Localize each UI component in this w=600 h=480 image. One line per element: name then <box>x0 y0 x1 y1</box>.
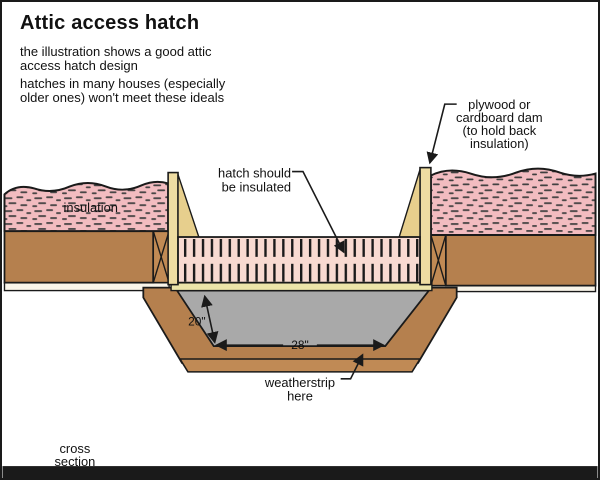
note-paragraph: hatches in many houses (especially older… <box>20 77 225 105</box>
dam-wedge-right <box>398 169 421 238</box>
framing-right <box>444 234 597 287</box>
intro-line: the illustration shows a good attic <box>20 44 212 59</box>
intro-paragraph: the illustration shows a good attic acce… <box>20 45 212 73</box>
svg-text:hatch should: hatch should <box>218 166 291 181</box>
svg-text:plywood or: plywood or <box>468 97 531 112</box>
joist-left-brace <box>152 230 170 283</box>
loose-insulation-right <box>429 167 597 237</box>
joist-right <box>430 234 447 287</box>
svg-text:insulation): insulation) <box>470 136 529 151</box>
label-insulation: insulation <box>64 200 118 215</box>
svg-text:cross: cross <box>60 441 91 456</box>
joist-right-brace <box>430 234 447 286</box>
label-cross-section: cross section <box>54 441 95 469</box>
hatch-board <box>170 281 433 292</box>
svg-text:weatherstrip: weatherstrip <box>264 375 335 390</box>
svg-text:cardboard dam: cardboard dam <box>456 110 543 125</box>
page-title: Attic access hatch <box>20 12 200 34</box>
bottom-bar <box>2 466 598 478</box>
dim-depth-label: 20" <box>188 314 205 328</box>
svg-text:(to hold back: (to hold back <box>462 123 536 138</box>
intro-line: access hatch design <box>20 58 138 73</box>
dim-depth-arrow <box>201 294 219 344</box>
dim-width-label: 28" <box>291 338 308 352</box>
leader-weatherstrip <box>340 353 364 380</box>
loose-insulation-left <box>3 180 170 233</box>
dam-left <box>167 171 179 286</box>
note-line: hatches in many houses (especially <box>20 76 226 91</box>
joist-left <box>152 230 170 284</box>
label-hatch-insulated: hatch should be insulated <box>218 166 291 195</box>
svg-text:here: here <box>287 389 313 404</box>
svg-text:be insulated: be insulated <box>222 179 291 194</box>
leader-dam <box>426 103 457 165</box>
framing-left <box>3 230 155 284</box>
batt-ticks-bottom <box>179 263 419 282</box>
leader-hatch-insulated <box>292 170 345 254</box>
label-weatherstrip: weatherstrip here <box>264 375 335 404</box>
note-line: older ones) won't meet these ideals <box>20 90 225 105</box>
dam-wedge-left <box>177 174 200 238</box>
svg-text:section: section <box>54 454 95 469</box>
label-dam: plywood or cardboard dam (to hold back i… <box>456 97 543 151</box>
trim-lip <box>178 358 422 373</box>
batt-ticks-top <box>179 239 419 257</box>
dam-right <box>419 166 432 286</box>
